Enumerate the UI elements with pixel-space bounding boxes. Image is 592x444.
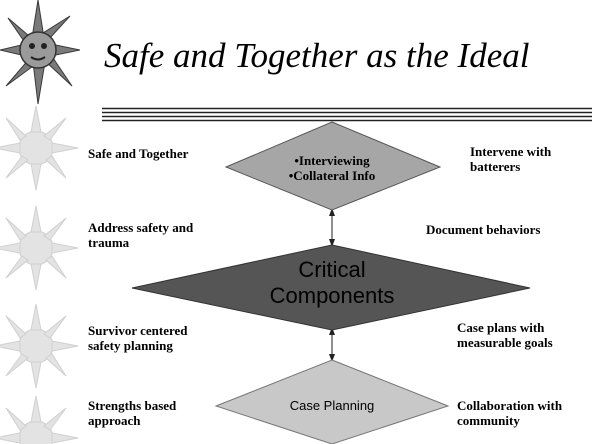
label-intervene-batterers: Intervene with batterers (470, 144, 551, 174)
slide-title: Safe and Together as the Ideal (104, 36, 530, 75)
center-diamond-line: Critical (298, 257, 366, 282)
sun-faded-icon (0, 303, 79, 389)
sun-mask-icon (0, 0, 80, 105)
label-safe-and-together: Safe and Together (88, 146, 188, 161)
title-underline-rule (96, 106, 592, 124)
label-line: approach (88, 413, 141, 428)
label-strengths-based: Strengths based approach (88, 398, 176, 428)
top-diamond-line: •Collateral Info (288, 168, 376, 183)
label-address-safety: Address safety and trauma (88, 220, 193, 250)
center-diamond-text: Critical Components (230, 257, 434, 309)
top-diamond-line: •Interviewing (294, 153, 370, 168)
label-survivor-centered: Survivor centered safety planning (88, 323, 188, 353)
label-line: Case plans with (457, 320, 545, 335)
label-line: batterers (470, 159, 521, 174)
top-diamond-text: •Interviewing •Collateral Info (272, 153, 392, 183)
sun-faded-icon (0, 205, 79, 291)
center-diamond-line: Components (269, 283, 395, 308)
label-line: Strengths based (88, 398, 177, 413)
decorative-sun-strip (0, 0, 80, 444)
label-collaboration: Collaboration with community (457, 398, 562, 428)
label-line: Intervene with (470, 144, 552, 159)
label-line: Collaboration with (457, 398, 563, 413)
label-line: Document behaviors (426, 222, 541, 237)
bottom-diamond-text: Case Planning (262, 398, 402, 413)
label-line: safety planning (88, 338, 173, 353)
bottom-diamond (214, 359, 450, 444)
sun-faded-icon (0, 395, 79, 444)
center-diamond (131, 244, 531, 331)
label-case-plans: Case plans with measurable goals (457, 320, 553, 350)
label-document-behaviors: Document behaviors (426, 222, 540, 237)
top-diamond (224, 121, 442, 211)
label-line: Safe and Together (88, 146, 189, 161)
label-line: community (457, 413, 520, 428)
label-line: Survivor centered (88, 323, 188, 338)
bottom-diamond-line: Case Planning (289, 398, 375, 413)
label-line: Address safety and (88, 220, 194, 235)
sun-faded-icon (0, 105, 79, 191)
label-line: trauma (88, 235, 130, 250)
label-line: measurable goals (457, 335, 553, 350)
